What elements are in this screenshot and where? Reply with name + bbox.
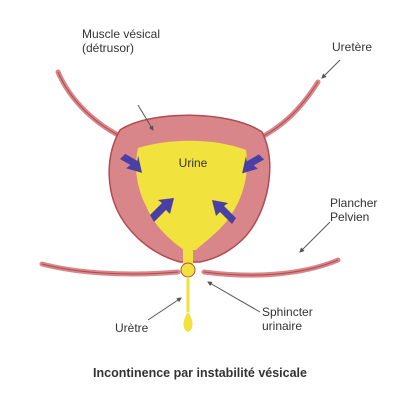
- pointer-sphincter: [207, 281, 261, 313]
- plancher-label-line2: Pelvien: [330, 210, 370, 224]
- sphincter-label-line2: urinaire: [262, 319, 303, 333]
- pelvic-floor-right-edge: [203, 259, 339, 276]
- sphincter: [180, 262, 196, 278]
- sphincter-label: Sphincter urinaire: [262, 305, 313, 333]
- plancher-label-line1: Plancher: [330, 196, 378, 210]
- contraction-arrows: [120, 153, 265, 224]
- pointer-plancher: [299, 221, 331, 253]
- muscle-label-line2: (détrusor): [82, 41, 135, 55]
- urine-label: Urine: [178, 156, 208, 170]
- uretere-label: Uretère: [332, 40, 373, 54]
- pointer-uretre: [147, 297, 182, 321]
- plancher-label: Plancher Pelvien: [330, 196, 377, 224]
- uretre-label: Urètre: [115, 321, 149, 335]
- pointer-muscle: [137, 104, 154, 131]
- muscle-label: Muscle vésical (détrusor): [82, 27, 160, 55]
- urine-fill: [136, 140, 248, 250]
- left-ureter: [55, 69, 131, 143]
- sphincter-label-line1: Sphincter: [262, 305, 313, 319]
- pelvic-floor-left-edge: [41, 263, 179, 275]
- pelvic-floor-right: [201, 257, 341, 278]
- urine-drop: [183, 312, 193, 332]
- diagram-caption: Incontinence par instabilité vésicale: [93, 366, 307, 380]
- arrow-bottom-right: [212, 200, 236, 224]
- left-ureter-edge: [57, 71, 129, 141]
- urethra: [183, 246, 193, 264]
- pointer-uretere: [321, 59, 341, 79]
- arrow-top-left: [120, 153, 143, 173]
- muscle-label-line1: Muscle vésical: [82, 27, 161, 41]
- arrow-bottom-left: [150, 198, 174, 222]
- arrow-top-right: [242, 154, 265, 174]
